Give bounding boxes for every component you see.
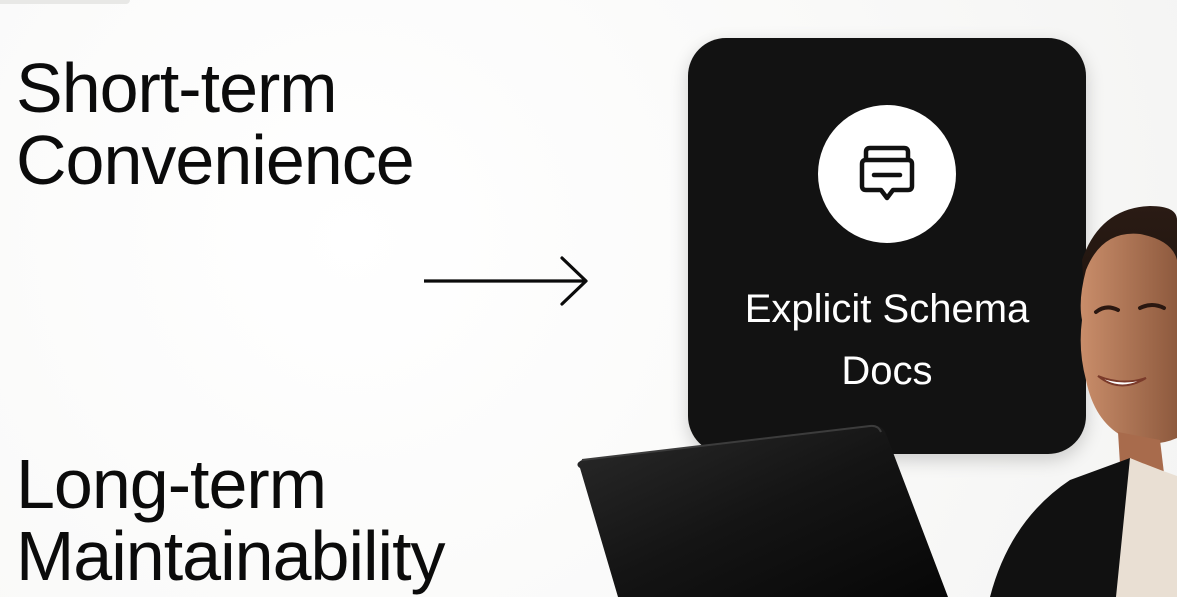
headline-long-term: Long-term Maintainability [16, 445, 446, 595]
card-label-line2: Docs [841, 349, 933, 393]
top-tab-edge [0, 0, 130, 4]
headline-short-term-line2: Convenience [16, 121, 415, 199]
headline-short-term-line1: Short-term [16, 49, 338, 127]
headline-long-term-line1: Long-term [16, 445, 327, 523]
laptop-image [577, 424, 948, 597]
card-label-line1: Explicit Schema [744, 287, 1030, 331]
explicit-schema-docs-card: Explicit Schema Docs [688, 38, 1086, 454]
right-arrow-icon [424, 256, 588, 306]
card-label: Explicit Schema Docs [688, 278, 1086, 402]
headline-short-term: Short-term Convenience [16, 49, 415, 199]
icon-badge [818, 105, 956, 243]
smiling-person-image [990, 206, 1177, 597]
message-box-icon [859, 145, 915, 201]
headline-long-term-line2: Maintainability [16, 517, 446, 595]
